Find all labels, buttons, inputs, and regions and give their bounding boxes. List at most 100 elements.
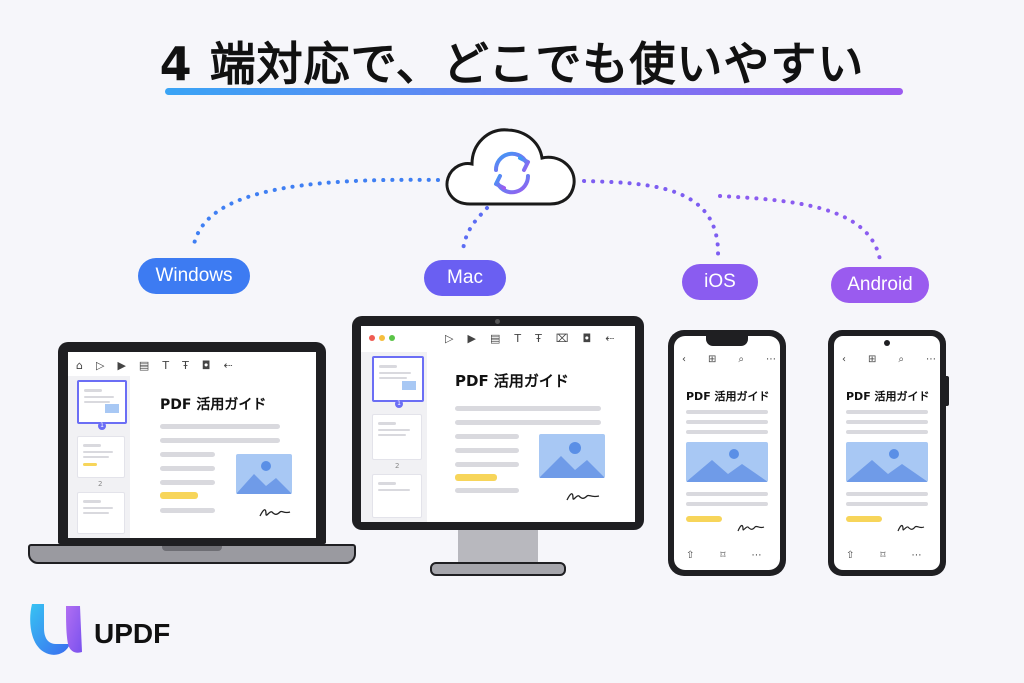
thumbnail-page-2[interactable] — [372, 414, 422, 460]
home-icon[interactable]: ⌂ — [76, 359, 83, 372]
text-line — [160, 424, 280, 429]
search-icon[interactable]: ⌕ — [898, 354, 904, 365]
share-icon[interactable]: ⇧ — [846, 550, 855, 561]
thumbnail-page-2[interactable] — [77, 436, 125, 478]
monitor-neck — [458, 530, 538, 564]
connector-android — [718, 194, 882, 262]
text-line — [686, 430, 768, 434]
textbox-icon[interactable]: Ŧ — [535, 332, 542, 345]
thumbnail-page-3[interactable] — [372, 474, 422, 518]
share-icon[interactable]: ⇧ — [686, 550, 695, 561]
text-line — [455, 462, 519, 467]
windows-screen: ⌂ ▷ ▶ ▤ T Ŧ ◘ ⇠ 1 2 PD — [68, 352, 316, 538]
camera-dot — [495, 319, 500, 324]
ios-top-bar: ‹ ⊞ ⌕ ⋯ — [682, 354, 776, 365]
connector-windows — [191, 177, 440, 252]
back-icon[interactable]: ⇠ — [605, 332, 615, 345]
text-line — [160, 508, 215, 513]
close-icon[interactable] — [369, 335, 375, 341]
shape-icon[interactable]: ◘ — [201, 359, 211, 372]
brand-name: UPDF — [94, 618, 171, 649]
laptop-notch — [162, 546, 222, 551]
thumbnail-page-3[interactable] — [77, 492, 125, 534]
minimize-icon[interactable] — [379, 335, 385, 341]
bookmark-icon[interactable]: ⌑ — [880, 550, 886, 561]
image-placeholder-icon — [686, 442, 768, 482]
text-line — [160, 480, 215, 485]
text-line — [160, 438, 280, 443]
shape-icon[interactable]: ◘ — [582, 332, 592, 345]
cloud-sync-icon — [445, 128, 576, 206]
signature-icon — [737, 524, 765, 532]
text-line — [160, 452, 215, 457]
select-icon[interactable]: ▶ — [467, 332, 476, 345]
document-title: PDF 活用ガイド — [455, 372, 569, 390]
text-line — [686, 420, 768, 424]
thumbnail-page-1[interactable] — [372, 356, 424, 402]
comment-icon[interactable]: ▤ — [138, 359, 150, 372]
connector-mac — [461, 206, 489, 252]
search-icon[interactable]: ⌕ — [738, 354, 744, 365]
title-underline — [165, 88, 903, 95]
side-button — [946, 376, 949, 406]
back-icon[interactable]: ‹ — [682, 354, 686, 365]
signature-icon — [566, 493, 600, 501]
grid-icon[interactable]: ⊞ — [708, 354, 717, 365]
stamp-icon[interactable]: ⌧ — [555, 332, 569, 345]
mac-label: Mac — [424, 260, 506, 296]
ios-notch — [706, 336, 748, 346]
more-icon[interactable]: ⋯ — [751, 550, 762, 561]
text-line — [160, 466, 215, 471]
windows-laptop: ⌂ ▷ ▶ ▤ T Ŧ ◘ ⇠ 1 2 PD — [28, 342, 356, 568]
windows-label: Windows — [138, 258, 250, 294]
highlight-mark — [455, 474, 497, 481]
text-line — [455, 448, 519, 453]
highlight-mark — [160, 492, 198, 499]
mac-document-page: PDF 活用ガイド — [437, 356, 627, 516]
thumbnail-page-1[interactable] — [77, 380, 127, 424]
thumbnail-number: 1 — [395, 400, 403, 408]
monitor-stand — [430, 562, 566, 576]
image-placeholder-icon — [846, 442, 928, 482]
text-line — [686, 410, 768, 414]
back-icon[interactable]: ⇠ — [223, 359, 233, 372]
text-icon[interactable]: T — [514, 332, 522, 345]
more-icon[interactable]: ⋯ — [911, 550, 922, 561]
image-placeholder-icon — [539, 434, 605, 478]
grid-icon[interactable]: ⊞ — [868, 354, 877, 365]
text-line — [455, 420, 601, 425]
connector-ios — [582, 179, 721, 258]
windows-toolbar: ⌂ ▷ ▶ ▤ T Ŧ ◘ ⇠ — [76, 359, 233, 372]
thumbnail-number: 1 — [98, 422, 106, 430]
text-line — [686, 502, 768, 506]
back-icon[interactable]: ‹ — [842, 354, 846, 365]
maximize-icon[interactable] — [389, 335, 395, 341]
more-icon[interactable]: ⋯ — [926, 354, 936, 365]
text-line — [846, 430, 928, 434]
play-icon[interactable]: ▷ — [95, 359, 105, 372]
text-line — [846, 420, 928, 424]
android-label: Android — [831, 267, 929, 303]
textbox-icon[interactable]: Ŧ — [182, 359, 189, 372]
text-line — [455, 406, 601, 411]
select-icon[interactable]: ▶ — [117, 359, 126, 372]
mac-screen: ▷ ▶ ▤ T Ŧ ⌧ ◘ ⇠ 1 2 PDF 活用ガイド — [361, 326, 635, 522]
mac-monitor: ▷ ▶ ▤ T Ŧ ⌧ ◘ ⇠ 1 2 PDF 活用ガイド — [352, 316, 644, 578]
text-line — [455, 488, 519, 493]
bookmark-icon[interactable]: ⌑ — [720, 550, 726, 561]
page-title: 4 端対応で、どこでも使いやすい — [159, 37, 865, 91]
text-line — [846, 502, 928, 506]
text-icon[interactable]: T — [162, 359, 170, 372]
play-icon[interactable]: ▷ — [445, 332, 454, 345]
android-screen: ‹ ⊞ ⌕ ⋯ PDF 活用ガイド ⇧ ⌑ ⋯ — [834, 336, 940, 570]
comment-icon[interactable]: ▤ — [489, 332, 501, 345]
ios-screen: ‹ ⊞ ⌕ ⋯ PDF 活用ガイド ⇧ ⌑ ⋯ — [674, 336, 780, 570]
text-line — [846, 410, 928, 414]
more-icon[interactable]: ⋯ — [766, 354, 776, 365]
android-top-bar: ‹ ⊞ ⌕ ⋯ — [842, 354, 936, 365]
ios-label: iOS — [682, 264, 758, 300]
laptop-base — [28, 544, 356, 564]
updf-logo-icon — [30, 604, 82, 655]
text-line — [455, 434, 519, 439]
